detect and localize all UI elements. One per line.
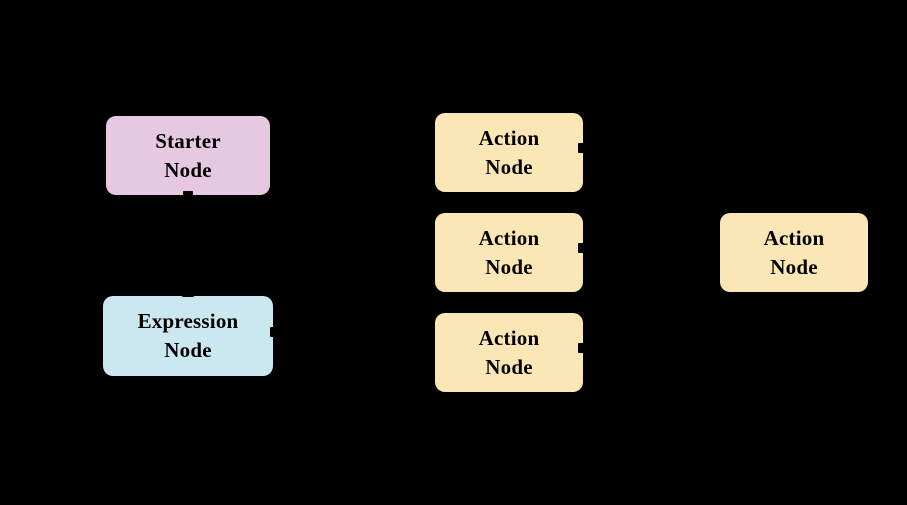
expression-node-label-line2: Node: [164, 338, 212, 362]
action-node-3-label-line1: Action: [478, 325, 540, 350]
expression-top-connector-stub[interactable]: [182, 294, 194, 297]
action-node-3-label-line2: Node: [485, 354, 533, 379]
action-node-1[interactable]: Action Node: [435, 113, 583, 192]
action-node-2-label-line2: Node: [485, 254, 533, 279]
action-node-2[interactable]: Action Node: [435, 213, 583, 292]
edge-expression-to-action-2: [272, 251, 436, 337]
action-node-3-right-connector-stub[interactable]: [578, 343, 585, 353]
expression-node-label-line1: Expression: [137, 309, 239, 334]
starter-bottom-connector-stub[interactable]: [183, 191, 193, 197]
edge-action-1-to-action-4: [582, 151, 721, 253]
action-node-4-label-line2: Node: [770, 254, 818, 279]
action-node-2-label-line1: Action: [478, 225, 540, 250]
expression-node[interactable]: Expression Node: [103, 296, 273, 376]
starter-node-label-line2: Node: [164, 157, 212, 182]
action-node-1-right-connector-stub[interactable]: [578, 143, 585, 153]
action-node-4[interactable]: Action Node: [720, 213, 868, 292]
action-node-4-label-line1: Action: [763, 225, 825, 250]
edge-action-3-to-action-4: [582, 251, 721, 353]
action-node-2-right-connector-stub[interactable]: [578, 243, 585, 253]
edge-expression-to-action-3: [272, 341, 436, 353]
starter-node-label-line1: Starter: [155, 128, 221, 153]
action-node-1-label-line1: Action: [478, 125, 540, 150]
expression-right-connector-stub[interactable]: [270, 327, 277, 337]
action-node-1-label-line2: Node: [485, 154, 533, 179]
action-node-3[interactable]: Action Node: [435, 313, 583, 392]
edge-expression-to-action-1: [272, 151, 436, 331]
starter-node[interactable]: Starter Node: [106, 116, 270, 195]
